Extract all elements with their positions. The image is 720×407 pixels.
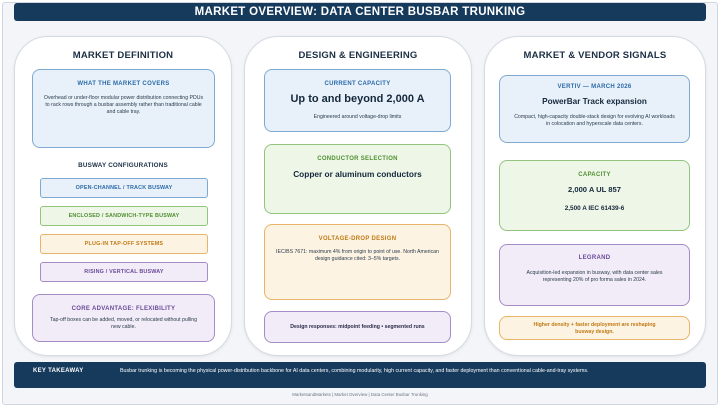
config-enclosed: ENCLOSED / SANDWICH-TYPE BUSWAY — [40, 206, 208, 226]
market-covers-card: WHAT THE MARKET COVERS Overhead or under… — [32, 69, 215, 148]
card-heading: CONDUCTOR SELECTION — [317, 156, 398, 162]
card-heading: CURRENT CAPACITY — [324, 81, 391, 87]
conductor-value: Copper or aluminum conductors — [293, 169, 422, 179]
design-responses-text: Design responses: midpoint feeding • seg… — [290, 324, 425, 330]
capacity-value: Up to and beyond 2,000 A — [290, 93, 425, 105]
vertiv-value: PowerBar Track expansion — [542, 97, 647, 106]
card-text: Compact, high-capacity double-stack desi… — [514, 114, 675, 128]
card-text: Acquisition-led expansion in busway, wit… — [526, 270, 663, 284]
card-text: IEC/BS 7671: maximum 4% from origin to p… — [276, 249, 439, 263]
card-heading: CORE ADVANTAGE: FLEXIBILITY — [71, 306, 176, 312]
current-capacity-card: CURRENT CAPACITY Up to and beyond 2,000 … — [264, 69, 451, 132]
trend-text: Higher density + faster deployment are r… — [533, 322, 656, 336]
busway-configurations-heading: BUSWAY CONFIGURATIONS — [78, 162, 168, 169]
card-heading: WHAT THE MARKET COVERS — [77, 81, 170, 87]
page-title: MARKET OVERVIEW: DATA CENTER BUSBAR TRUN… — [14, 3, 706, 21]
conductor-selection-card: CONDUCTOR SELECTION Copper or aluminum c… — [264, 144, 451, 214]
legrand-card: LEGRAND Acquisition-led expansion in bus… — [499, 244, 690, 306]
trend-card: Higher density + faster deployment are r… — [499, 316, 690, 340]
voltage-drop-card: VOLTAGE-DROP DESIGN IEC/BS 7671: maximum… — [264, 224, 451, 300]
vertiv-card: VERTIV — MARCH 2026 PowerBar Track expan… — [499, 75, 690, 143]
capacity-card: CAPACITY 2,000 A UL 857 2,500 A IEC 6143… — [499, 160, 690, 231]
config-plug-in: PLUG-IN TAP-OFF SYSTEMS — [40, 234, 208, 254]
column-title: MARKET DEFINITION — [72, 50, 174, 61]
design-responses-card: Design responses: midpoint feeding • seg… — [264, 311, 451, 343]
key-takeaway-label: KEY TAKEAWAY — [33, 368, 84, 374]
card-text: Tap-off boxes can be added, moved, or re… — [50, 317, 197, 331]
key-takeaway-text: Busbar trunking is becoming the physical… — [120, 368, 589, 374]
card-heading: VERTIV — MARCH 2026 — [557, 84, 632, 90]
core-advantage-card: CORE ADVANTAGE: FLEXIBILITY Tap-off boxe… — [32, 294, 215, 342]
config-open-channel: OPEN-CHANNEL / TRACK BUSWAY — [40, 178, 208, 198]
capacity-note: Engineered around voltage-drop limits — [313, 114, 402, 120]
column-title: MARKET & VENDOR SIGNALS — [523, 50, 667, 61]
card-heading: VOLTAGE-DROP DESIGN — [318, 236, 397, 242]
config-rising: RISING / VERTICAL BUSWAY — [40, 262, 208, 282]
key-takeaway-banner: KEY TAKEAWAY Busbar trunking is becoming… — [14, 362, 706, 388]
capacity-ul-value: 2,000 A UL 857 — [568, 185, 621, 194]
capacity-iec-value: 2,500 A IEC 61439-6 — [564, 205, 625, 212]
card-text: Overhead or under-floor modular power di… — [43, 95, 204, 116]
card-heading: LEGRAND — [578, 255, 611, 261]
footer-source: MarketsandMarkets | Market Overview | Da… — [292, 392, 428, 397]
card-heading: CAPACITY — [578, 172, 611, 178]
column-title: DESIGN & ENGINEERING — [298, 50, 418, 61]
